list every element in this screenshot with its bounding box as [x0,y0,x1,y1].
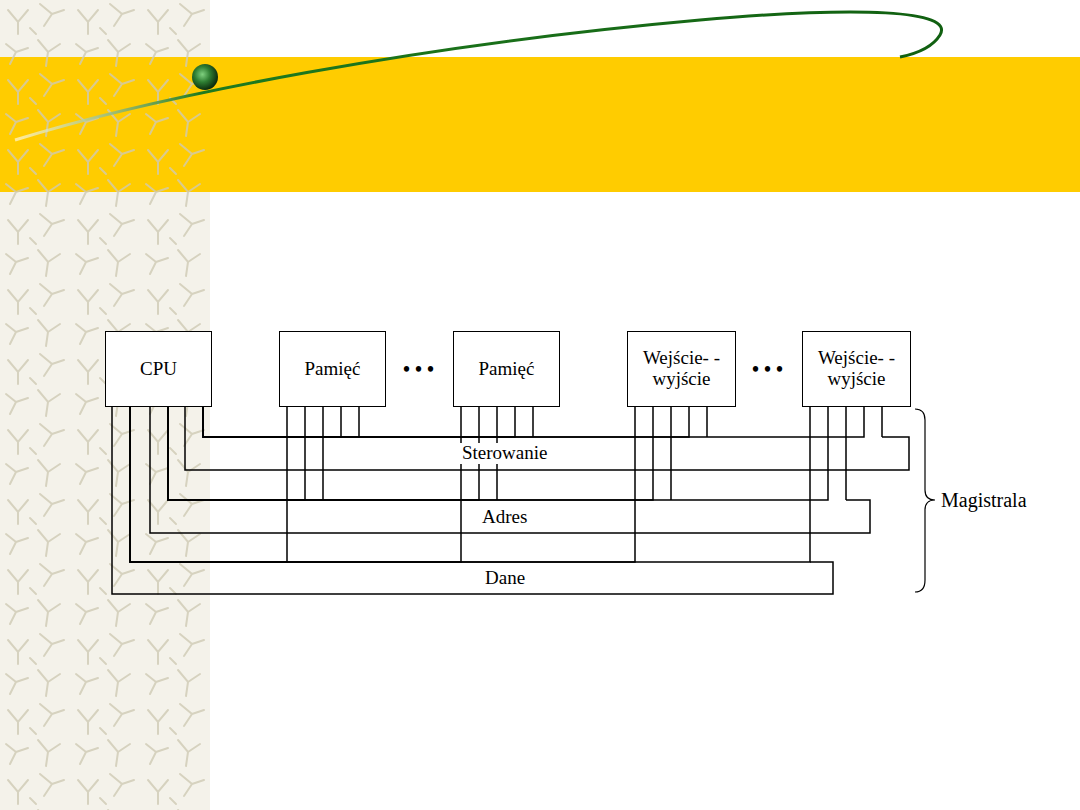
address-bus-line [150,407,870,533]
ellipsis-dots: • • • [403,358,434,380]
bus-brace [915,409,935,592]
bus-connector [203,407,864,437]
bus-label: Sterowanie [458,443,551,464]
address-pins [323,407,846,500]
box-text: CPU [140,359,177,380]
bus-connector [168,407,653,500]
bus-connector [130,407,461,562]
bus-label: Dane [481,568,529,589]
control-pins [359,407,882,437]
box-text: Pamięć [305,359,361,380]
green-ball [192,64,218,90]
control-bus-line [185,407,909,470]
io-box: Wejście- -wyjście [802,331,911,407]
data-bus-line [112,407,833,594]
green-curve [15,12,942,140]
bus-name: Magistrala [941,489,1027,511]
io-box: Wejście- -wyjście [627,331,736,407]
box-text: Wejście- -wyjście [807,348,906,390]
ellipsis-dots: • • • [752,358,783,380]
bus-connector [203,407,689,437]
cpu-box: CPU [105,331,212,407]
bus-connector [130,407,635,562]
box-text: Wejście- -wyjście [632,348,731,390]
bus-connector [203,407,515,437]
bus-connector [203,407,341,437]
bus-connector [168,407,828,500]
bus-lines [112,407,909,594]
bus-label: Adres [478,507,531,528]
bus-connector [168,407,305,500]
bus-connector [168,407,479,500]
memory-box: Pamięć [279,331,386,407]
memory-box: Pamięć [453,331,560,407]
bus-connector [130,407,810,562]
box-text: Pamięć [479,359,535,380]
bus-connector [130,407,287,562]
